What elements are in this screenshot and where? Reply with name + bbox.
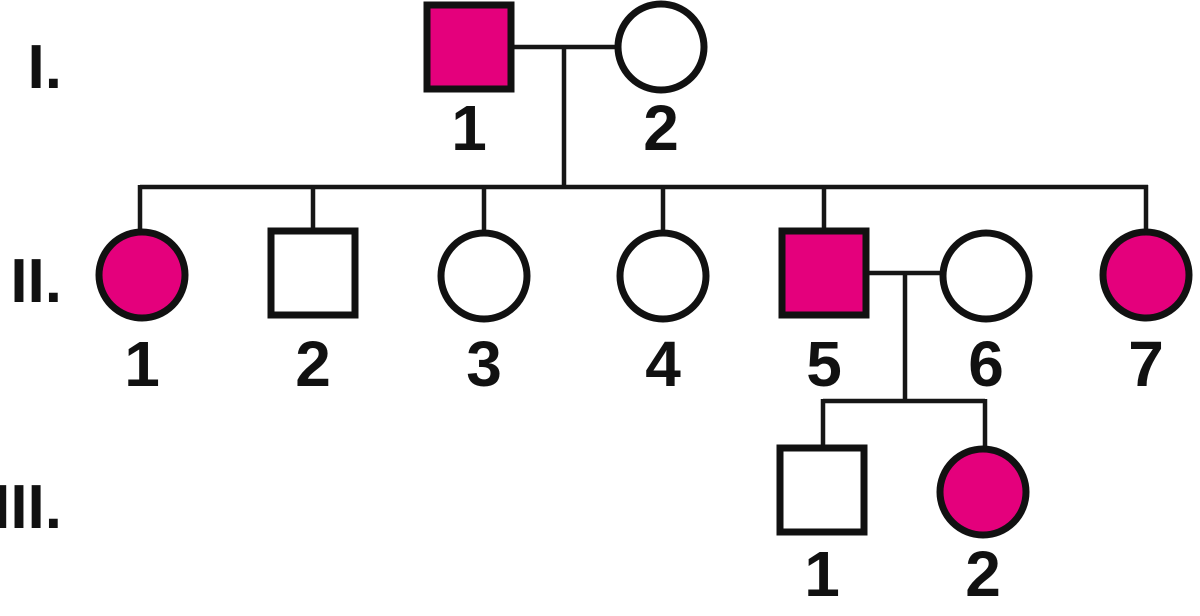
- generation-label-1: I.: [28, 33, 62, 102]
- individual-II-6-female: [939, 229, 1033, 323]
- individual-I-1-affected-male: [423, 1, 515, 93]
- individual-number-I-1: 1: [451, 92, 487, 164]
- individual-II-1-affected-female: [95, 228, 189, 322]
- individual-I-2-female: [614, 0, 708, 94]
- individual-number-II-1: 1: [124, 328, 160, 400]
- generation-label-2: II.: [10, 247, 62, 316]
- generation-label-3: III.: [0, 473, 62, 542]
- individual-number-III-1: 1: [804, 538, 840, 610]
- individual-II-5-affected-male: [778, 227, 870, 319]
- individual-number-II-7: 7: [1128, 328, 1164, 400]
- individual-number-II-6: 6: [968, 328, 1004, 400]
- individual-III-2-affected-female: [936, 445, 1030, 539]
- individual-number-I-2: 2: [643, 92, 679, 164]
- individual-II-7-affected-female: [1099, 228, 1193, 322]
- individual-number-III-2: 2: [965, 538, 1001, 610]
- individual-II-2-male: [267, 227, 359, 319]
- individual-II-4-female: [616, 229, 710, 323]
- individual-number-II-4: 4: [645, 328, 681, 400]
- individual-II-3-female: [437, 229, 531, 323]
- individual-number-II-2: 2: [295, 328, 331, 400]
- individual-number-II-5: 5: [806, 328, 842, 400]
- individual-III-1-male: [776, 444, 868, 536]
- individual-number-II-3: 3: [466, 328, 502, 400]
